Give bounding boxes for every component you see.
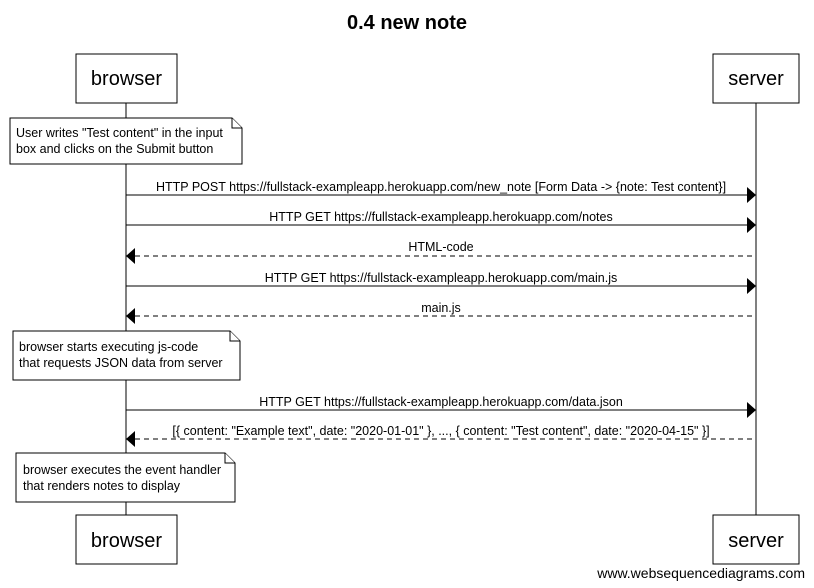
message-label: main.js [421, 301, 461, 315]
participant-browser-bottom: browser [75, 514, 178, 565]
note-user-action: User writes "Test content" in the input … [9, 117, 243, 165]
participant-server-top: server [712, 53, 800, 104]
message-get-data-json: HTTP GET https://fullstack-exampleapp.he… [126, 395, 756, 418]
message-label: HTTP POST https://fullstack-exampleapp.h… [156, 180, 726, 194]
note-line: browser executes the event handler [23, 463, 221, 477]
note-line: that renders notes to display [23, 479, 181, 493]
arrow-right-icon [747, 217, 756, 233]
note-line: box and clicks on the Submit button [16, 142, 213, 156]
watermark-text: www.websequencediagrams.com [596, 565, 805, 581]
diagram-title: 0.4 new note [347, 12, 467, 34]
message-main-js: main.js [126, 301, 756, 324]
message-post-new-note: HTTP POST https://fullstack-exampleapp.h… [126, 180, 756, 203]
message-label: [{ content: "Example text", date: "2020-… [172, 424, 709, 438]
message-label: HTTP GET https://fullstack-exampleapp.he… [269, 210, 612, 224]
arrow-left-icon [126, 431, 135, 447]
arrow-left-icon [126, 308, 135, 324]
message-get-notes: HTTP GET https://fullstack-exampleapp.he… [126, 210, 756, 233]
note-js-execution: browser starts executing js-code that re… [12, 330, 241, 381]
participant-label: browser [91, 530, 162, 552]
message-html-code: HTML-code [126, 240, 756, 264]
participant-server-bottom: server [712, 514, 800, 565]
message-label: HTML-code [408, 240, 473, 254]
participant-label: server [728, 530, 784, 552]
message-label: HTTP GET https://fullstack-exampleapp.he… [259, 395, 623, 409]
participant-label: server [728, 68, 784, 90]
arrow-right-icon [747, 187, 756, 203]
message-json-response: [{ content: "Example text", date: "2020-… [126, 424, 756, 447]
arrow-right-icon [747, 402, 756, 418]
note-render-notes: browser executes the event handler that … [15, 452, 236, 503]
participant-label: browser [91, 68, 162, 90]
participant-browser-top: browser [75, 53, 178, 104]
arrow-right-icon [747, 278, 756, 294]
note-line: browser starts executing js-code [19, 340, 198, 354]
message-label: HTTP GET https://fullstack-exampleapp.he… [265, 271, 617, 285]
note-line: User writes "Test content" in the input [16, 126, 223, 140]
arrow-left-icon [126, 248, 135, 264]
note-line: that requests JSON data from server [19, 356, 223, 370]
message-get-main-js: HTTP GET https://fullstack-exampleapp.he… [126, 271, 756, 294]
